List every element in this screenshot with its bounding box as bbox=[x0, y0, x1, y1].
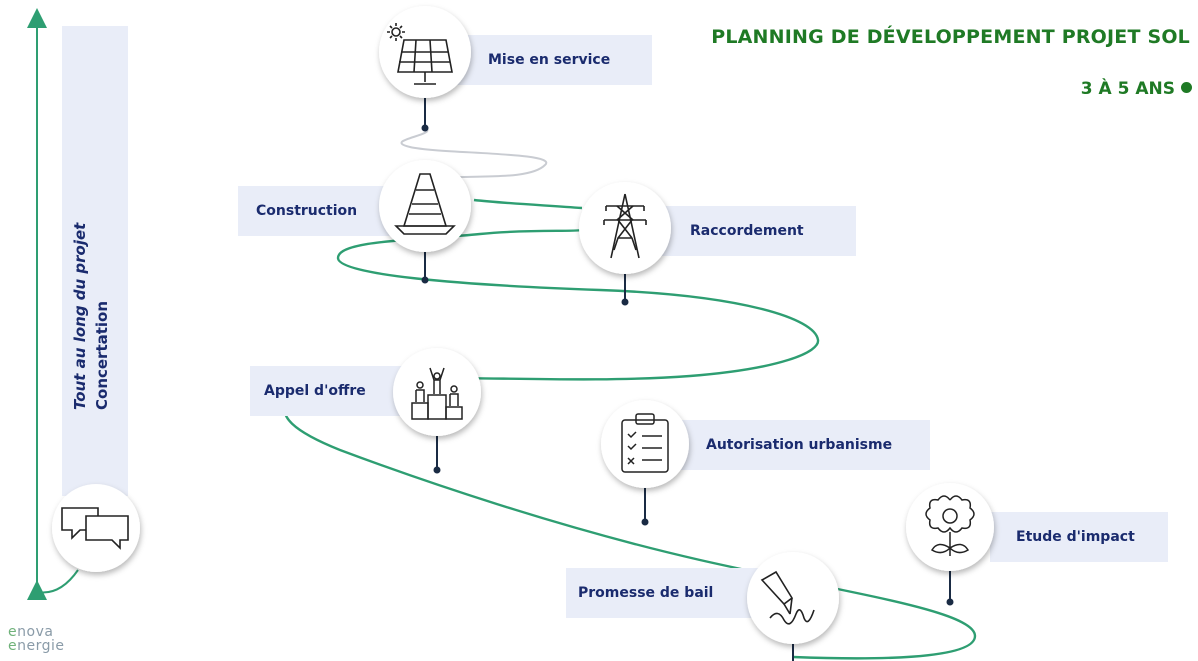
solar-panel-icon bbox=[379, 6, 471, 98]
duration-badge: 3 À 5 ANS bbox=[1081, 79, 1192, 99]
traffic-cone-icon bbox=[379, 160, 471, 252]
winding-path-faded bbox=[400, 127, 548, 179]
concertation-band bbox=[62, 26, 128, 496]
stems bbox=[424, 94, 951, 661]
bubble-connector bbox=[36, 569, 79, 594]
page-title: PLANNING DE DÉVELOPPEMENT PROJET SOL bbox=[711, 26, 1190, 48]
step-label: Etude d'impact bbox=[1016, 529, 1135, 545]
step-label: Promesse de bail bbox=[578, 585, 714, 601]
logo-prefix: e bbox=[8, 638, 18, 654]
winding-path-upper bbox=[473, 198, 583, 210]
logo-line1: nova bbox=[17, 624, 54, 640]
label-raccordement: Raccordement bbox=[660, 206, 856, 256]
logo-prefix: e bbox=[8, 624, 18, 640]
duration-text: 3 À 5 ANS bbox=[1080, 79, 1175, 99]
label-etude-impact: Etude d'impact bbox=[990, 512, 1168, 562]
step-label: Raccordement bbox=[690, 223, 804, 239]
pen-signature-icon bbox=[747, 552, 839, 644]
bullet-icon bbox=[1181, 81, 1192, 93]
logo-line2: nergie bbox=[17, 638, 65, 654]
flower-icon bbox=[906, 483, 994, 571]
step-label: Mise en service bbox=[488, 52, 611, 68]
pylon-icon bbox=[579, 182, 671, 274]
speech-bubbles-icon bbox=[52, 484, 140, 572]
stem-dots bbox=[421, 124, 954, 606]
clipboard-checklist-icon bbox=[601, 400, 689, 488]
brand-logo: enova energie bbox=[8, 625, 65, 653]
label-autorisation-urbanisme: Autorisation urbanisme bbox=[680, 420, 930, 470]
label-mise-en-service: Mise en service bbox=[456, 35, 652, 85]
podium-icon bbox=[393, 348, 481, 436]
step-label: Autorisation urbanisme bbox=[706, 437, 893, 453]
step-label: Appel d'offre bbox=[264, 383, 366, 399]
step-label: Construction bbox=[256, 203, 358, 219]
label-promesse-bail: Promesse de bail bbox=[566, 568, 762, 618]
